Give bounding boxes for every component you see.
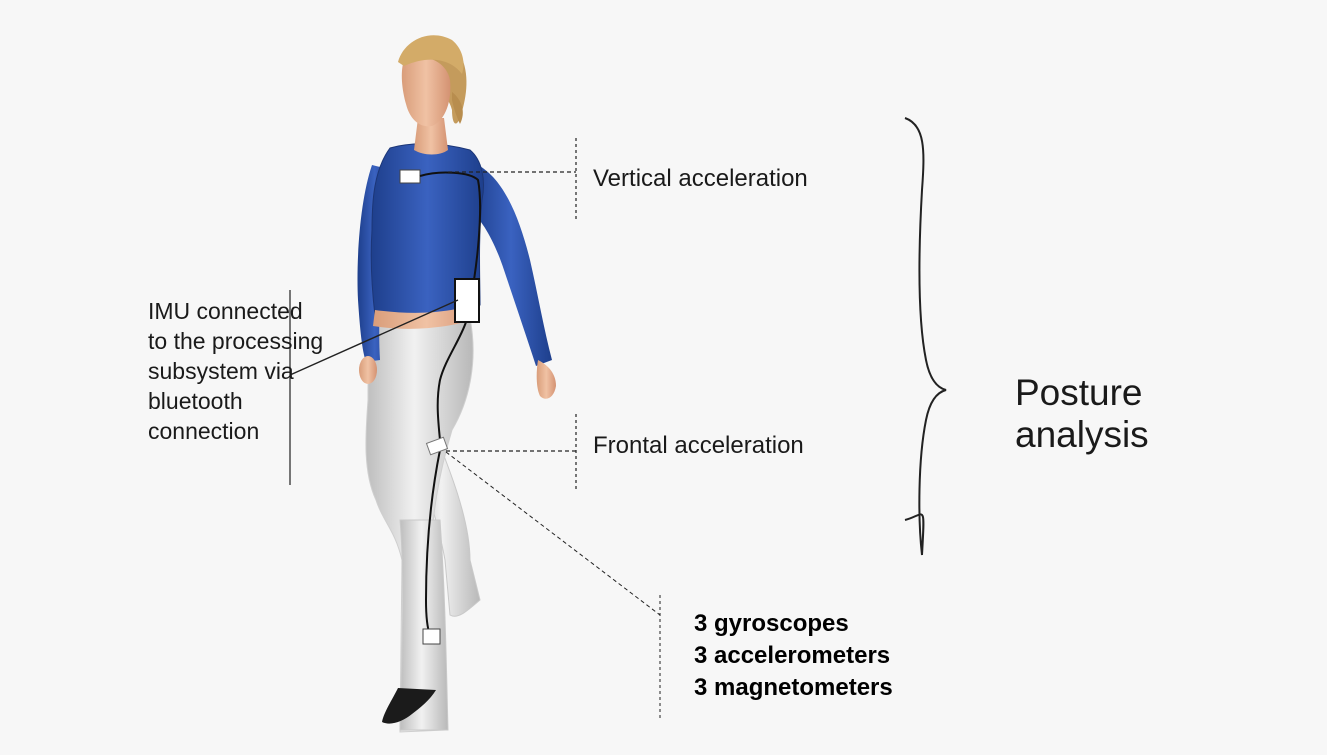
imu-description: IMU connected to the processing subsyste… [148,296,408,446]
sensor-item: 3 magnetometers [694,672,893,704]
imu-line: bluetooth [148,386,408,416]
posture-analysis-label: Posture analysis [1015,372,1149,456]
posture-line: analysis [1015,414,1149,456]
imu-line: IMU connected [148,296,408,326]
ankle-sensor [423,629,440,644]
right-hand [537,360,556,399]
chest-sensor [400,170,420,183]
sensor-item: 3 gyroscopes [694,608,893,640]
sensor-item: 3 accelerometers [694,640,893,672]
sensor-list: 3 gyroscopes 3 accelerometers 3 magnetom… [694,608,893,704]
imu-unit [455,279,479,322]
imu-line: subsystem via [148,356,408,386]
imu-line: to the processing [148,326,408,356]
frontal-acceleration-label: Frontal acceleration [593,432,804,460]
vertical-acceleration-label: Vertical acceleration [593,165,808,193]
posture-line: Posture [1015,372,1149,414]
face [402,57,451,127]
imu-line: connection [148,416,408,446]
posture-brace [905,118,946,555]
